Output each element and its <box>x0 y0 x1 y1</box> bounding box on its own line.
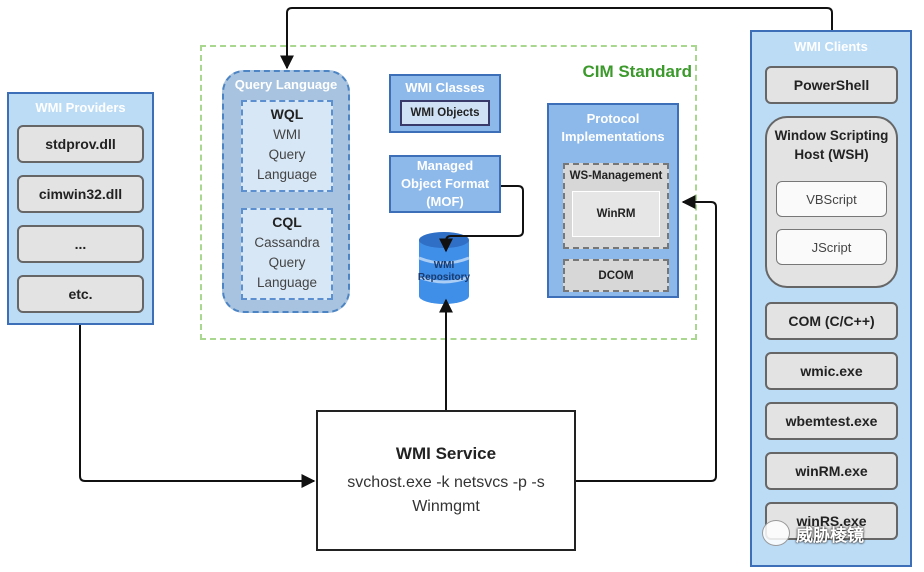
wmi-service-box: WMI Service svchost.exe -k netsvcs -p -s… <box>316 410 576 551</box>
wql-box: WQL WMI Query Language <box>241 100 333 192</box>
provider-item: cimwin32.dll <box>17 175 144 213</box>
wmi-repository-label: WMI Repository <box>417 260 471 283</box>
client-tool: wbemtest.exe <box>765 402 898 440</box>
wmi-service-title: WMI Service <box>395 444 497 463</box>
wmi-classes-panel: WMI Classes WMI Objects <box>389 74 501 133</box>
protocol-panel: Protocol Implementations WS-Management W… <box>547 103 679 298</box>
vbscript-box: VBScript <box>776 181 887 217</box>
client-tool: wmic.exe <box>765 352 898 390</box>
wsh-title: Window Scripting Host (WSH) <box>774 128 889 162</box>
provider-item: etc. <box>17 275 144 313</box>
cim-standard-title: CIM Standard <box>582 62 692 81</box>
client-tool: COM (C/C++) <box>765 302 898 340</box>
wql-name: WQL <box>270 106 304 122</box>
ws-management-label: WS-Management <box>569 170 663 182</box>
provider-item: stdprov.dll <box>17 125 144 163</box>
client-tool: winRM.exe <box>765 452 898 490</box>
powershell-box: PowerShell <box>765 66 898 104</box>
wmi-clients-panel: WMI Clients PowerShell Window Scripting … <box>750 30 912 567</box>
cql-box: CQL Cassandra Query Language <box>241 208 333 300</box>
cql-name: CQL <box>272 214 302 230</box>
dcom-box: DCOM <box>563 259 669 292</box>
provider-item: ... <box>17 225 144 263</box>
wmi-clients-title: WMI Clients <box>794 38 868 54</box>
client-tool: winRS.exe <box>765 502 898 540</box>
winrm-box: WinRM <box>572 191 660 237</box>
query-language-panel: Query Language WQL WMI Query Language CQ… <box>222 70 350 313</box>
wmi-service-command: svchost.exe -k netsvcs -p -s Winmgmt <box>347 474 545 515</box>
wechat-icon <box>762 520 790 546</box>
ws-management-box: WS-Management WinRM <box>563 163 669 249</box>
wmi-classes-title: WMI Classes <box>405 79 485 95</box>
query-language-title: Query Language <box>234 76 338 92</box>
cql-desc: Cassandra Query Language <box>254 235 320 290</box>
arrow-providers-to-service <box>79 325 316 488</box>
wql-desc: WMI Query Language <box>256 127 318 182</box>
mof-box: Managed Object Format (MOF) <box>389 155 501 213</box>
wmi-providers-panel: WMI Providers stdprov.dll cimwin32.dll .… <box>7 92 154 325</box>
protocol-title: Protocol Implementations <box>561 111 665 144</box>
jscript-box: JScript <box>776 229 887 265</box>
wsh-box: Window Scripting Host (WSH) VBScript JSc… <box>765 116 898 288</box>
watermark: 威胁棱镜 <box>762 516 902 550</box>
watermark-text: 威胁棱镜 <box>796 525 864 545</box>
wmi-objects-box: WMI Objects <box>400 100 490 126</box>
wmi-providers-title: WMI Providers <box>35 99 126 115</box>
